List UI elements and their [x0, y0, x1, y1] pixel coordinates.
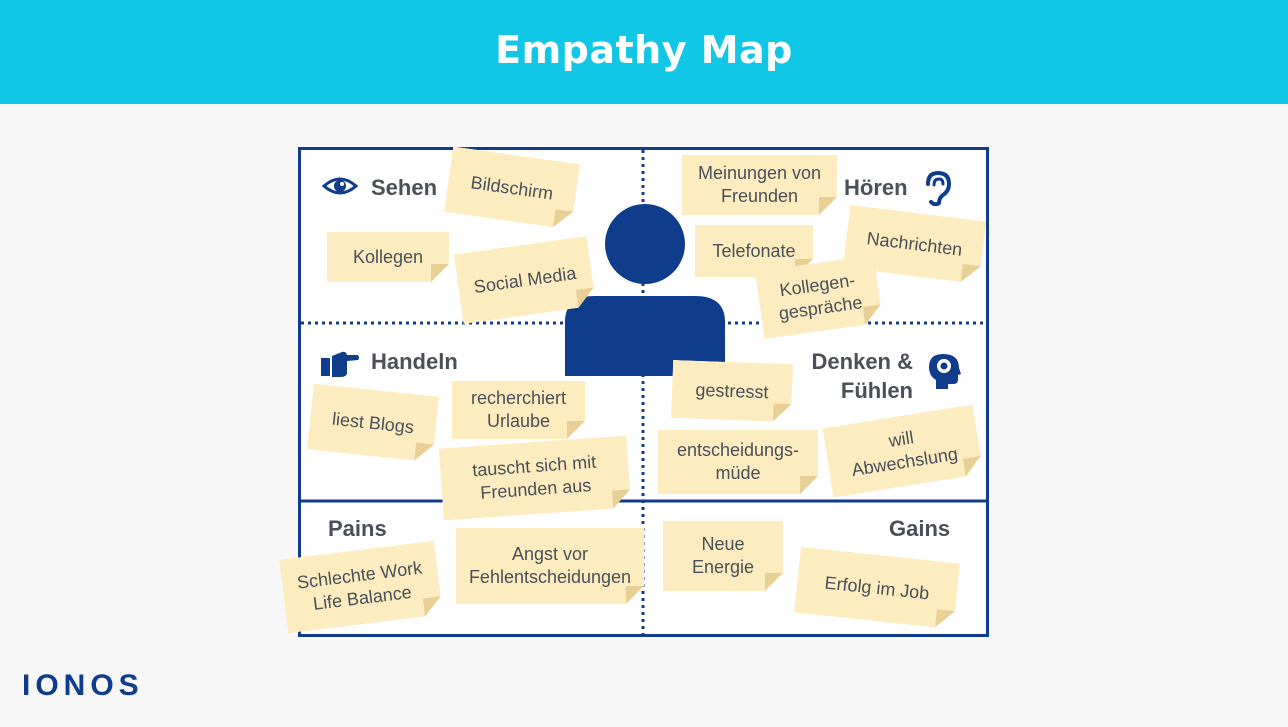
label-hoeren: Hören [844, 175, 908, 200]
note-kollegen: Kollegen [327, 232, 449, 282]
label-sehen: Sehen [371, 175, 438, 200]
label-handeln: Handeln [371, 349, 458, 374]
ear-icon [926, 170, 952, 206]
note-entscheidungsmuede: entscheidungs- müde [658, 430, 818, 494]
label-denken: Denken & [811, 349, 913, 374]
label-pains: Pains [328, 516, 387, 541]
label-gains: Gains [889, 516, 951, 541]
note-meinungen: Meinungen von Freunden [682, 155, 837, 215]
label-denken-fuehlen: Denken & Fühlen [790, 347, 913, 405]
note-recherchiert: recherchiert Urlaube [452, 381, 585, 439]
note-tauscht: tauscht sich mit Freunden aus [439, 436, 632, 521]
page-title: Empathy Map [495, 28, 793, 72]
label-fuehlen: Fühlen [840, 378, 913, 403]
person-icon [565, 204, 725, 376]
note-liest-blogs: liest Blogs [307, 384, 439, 463]
board-dividers [301, 150, 986, 634]
note-angst: Angst vor Fehlentscheidungen [456, 528, 644, 604]
pointing-hand-icon [321, 351, 359, 377]
note-gestresst: gestresst [671, 360, 793, 422]
note-energie: Neue Energie [663, 521, 783, 591]
ionos-logo: IONOS [22, 669, 144, 702]
head-brain-icon [929, 354, 961, 389]
header-bar [0, 0, 1288, 104]
eye-icon [322, 177, 358, 195]
